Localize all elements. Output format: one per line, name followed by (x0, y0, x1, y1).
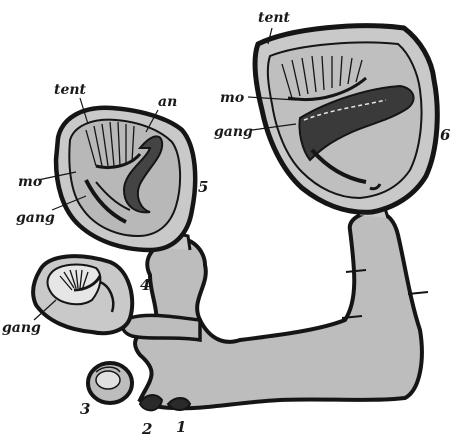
label-number-4: 4 (140, 276, 150, 294)
label-number-1: 1 (176, 418, 186, 436)
label-number-2: 2 (141, 420, 152, 437)
label-gang-mid: gang (16, 210, 55, 226)
label-number-6: 6 (440, 126, 451, 144)
label-tent-large: tent (258, 10, 291, 26)
label-mo-mid: mo (18, 174, 42, 190)
label-number-3: 3 (80, 400, 90, 418)
label-number-5: 5 (198, 178, 208, 196)
stolon-branch-4 (123, 315, 200, 340)
label-an-mid: an (158, 94, 177, 110)
label-gang-large: gang (214, 124, 253, 140)
bud-1 (168, 398, 190, 410)
zooid-3 (88, 363, 132, 403)
label-mo-large: mo (220, 90, 244, 106)
zooid-5 (56, 108, 195, 250)
label-gang-small: gang (2, 320, 41, 336)
label-tent-mid: tent (54, 82, 87, 98)
zooid-6 (255, 26, 437, 213)
zooid-4 (33, 256, 132, 333)
